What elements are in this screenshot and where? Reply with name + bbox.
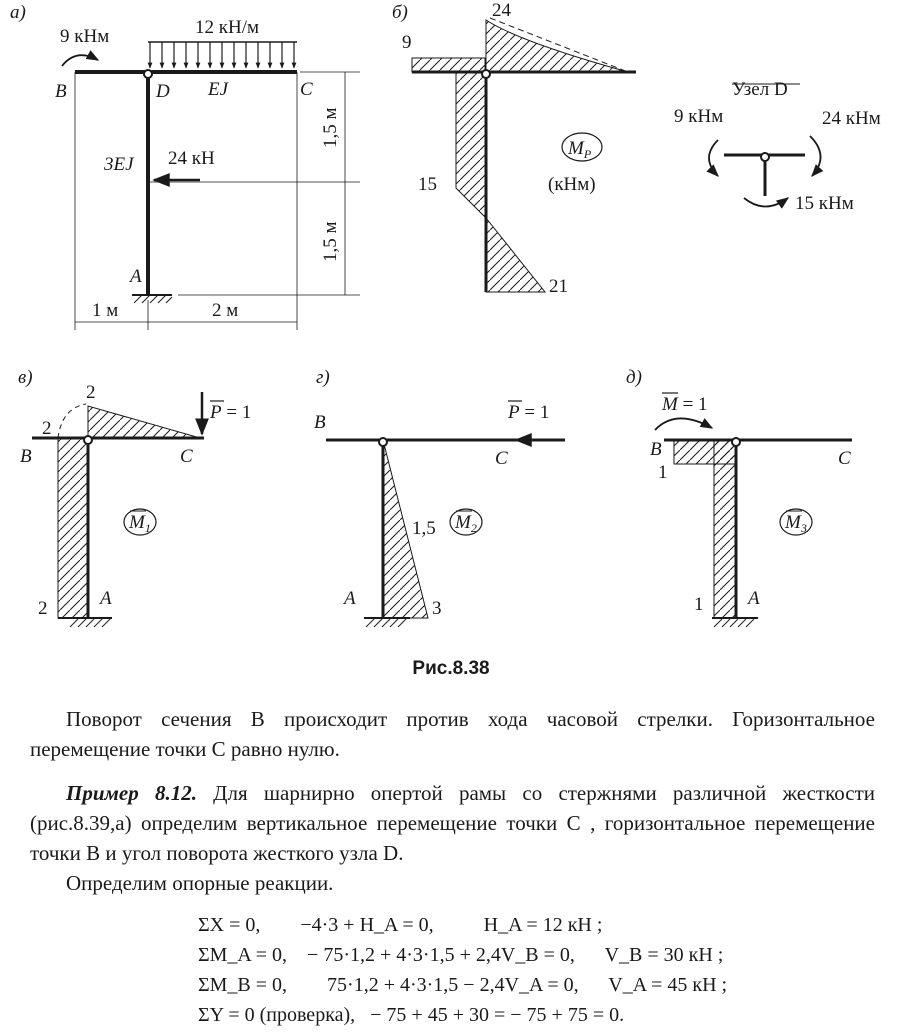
m3-point-c: C (838, 448, 851, 469)
panel-a-label: а) (10, 2, 26, 23)
m2-point-a: A (342, 588, 356, 609)
node-moment-9-arrow (706, 139, 719, 177)
mp-region-column-upper (455, 71, 487, 220)
m1-point-c: C (180, 446, 193, 467)
panel-d: д) M = 1 B C A 1 1 M3 (626, 367, 852, 628)
m2-support-hatch (365, 618, 407, 628)
m3-hinge (731, 437, 741, 447)
dimensions-a (74, 71, 360, 330)
moment-b-arrow (61, 50, 100, 67)
panel-d-label: д) (626, 367, 642, 388)
m2-symbol: M2 (454, 512, 477, 535)
panel-g: г) P = 1 B C A 1,5 3 M2 (314, 367, 565, 628)
example-heading: Пример 8.12. (66, 781, 197, 805)
mp-value-9: 9 (402, 32, 412, 53)
panel-b-label: б) (392, 2, 408, 23)
figure-caption: Рис.8.38 (412, 658, 490, 679)
m1-value-left: 2 (42, 418, 52, 439)
m2-load-label: P = 1 (507, 402, 549, 423)
m1-symbol: M1 (128, 512, 151, 535)
equation-sum-ma: ΣM_A = 0, − 75·1,2 + 4·3·1,5 + 2,4V_B = … (198, 944, 724, 966)
m3-support-hatch (713, 618, 755, 628)
m3-region-column (713, 439, 737, 619)
dim-h1-label: 1 м (92, 300, 118, 321)
point-c-label: C (300, 79, 313, 100)
load-arrows (147, 42, 297, 69)
mp-value-24: 24 (492, 0, 512, 21)
force-label: 24 кН (168, 148, 215, 169)
m1-region-beam (87, 405, 201, 439)
panel-v: в) P = 1 2 2 2 B C A M1 (18, 367, 251, 628)
ej-label: EJ (207, 79, 230, 100)
mp-value-15: 15 (418, 174, 437, 195)
m1-support-hatch (69, 618, 111, 628)
m3-point-a: A (746, 588, 760, 609)
m1-load-label: P = 1 (209, 402, 251, 423)
m3-moment-arrow (654, 417, 714, 431)
point-b-label: B (55, 81, 67, 102)
mp-value-21: 21 (549, 276, 568, 297)
dim-v1-label: 1,5 м (320, 107, 341, 148)
panel-a: а) 12 кН/м (10, 2, 360, 330)
example-body: Для шарнирно опертой рамы со стержнями р… (30, 781, 875, 865)
m2-point-b: B (314, 412, 326, 433)
hinge-d (143, 69, 153, 79)
m3-point-b: B (650, 439, 662, 460)
equation-sum-x: ΣX = 0, −4·3 + H_A = 0, H_A = 12 кН ; (198, 914, 603, 936)
m1-value-top: 2 (86, 382, 96, 403)
paragraph-rotation: Поворот сечения B происходит против хода… (30, 707, 875, 761)
m2-value-mid: 1,5 (412, 518, 436, 539)
point-a-label: A (128, 266, 142, 287)
node-moment-15-label: 15 кНм (795, 193, 854, 214)
panel-g-label: г) (316, 367, 330, 388)
m1-dashed-arc (57, 403, 87, 439)
moment-b-label: 9 кНм (60, 26, 109, 47)
point-d-label: D (155, 81, 170, 102)
m3-symbol: M3 (784, 512, 807, 535)
ej3-label: 3EJ (103, 154, 135, 175)
mp-dashed-line (489, 17, 629, 73)
m3-moment-label: M = 1 (661, 394, 708, 415)
m2-symbol-oval (449, 508, 483, 536)
node-hinge (760, 152, 770, 162)
node-moment-9-label: 9 кНм (674, 106, 723, 127)
load-label: 12 кН/м (195, 17, 259, 38)
mp-region-left (411, 57, 486, 73)
m2-point-c: C (495, 448, 508, 469)
m2-hinge (378, 437, 388, 447)
node-title: Узел D (732, 79, 788, 100)
mp-symbol: MP (567, 138, 592, 161)
m1-value-bottom: 2 (38, 598, 48, 619)
equation-sum-mb: ΣM_B = 0, 75·1,2 + 4·3·1,5 − 2,4V_A = 0,… (198, 974, 728, 996)
panel-b: б) 24 9 15 21 MP (кНм) (392, 0, 636, 297)
panel-v-label: в) (18, 367, 33, 388)
panel-node-d: Узел D 9 кНм 24 кНм 15 кНм (674, 79, 881, 214)
paragraph-reactions: Определим опорные реакции. (66, 871, 334, 895)
m1-symbol-oval (123, 508, 157, 536)
dim-v2-label: 1,5 м (320, 221, 341, 262)
node-moment-15-arrow (743, 197, 790, 209)
support-a-hatch (133, 294, 173, 304)
mp-symbol-oval (561, 132, 603, 162)
paragraph-example: Пример 8.12. Для шарнирно опертой рамы с… (30, 778, 875, 868)
m1-point-a: A (98, 588, 112, 609)
m1-region-column (57, 437, 89, 619)
mp-region-column-lower (485, 216, 547, 293)
node-moment-24-arrow (809, 135, 824, 177)
figure-8-38: а) 12 кН/м (10, 0, 881, 628)
m3-symbol-oval (779, 508, 813, 536)
node-moment-24-label: 24 кНм (822, 108, 881, 129)
m2-value-bottom: 3 (432, 598, 442, 619)
m1-hinge (83, 435, 93, 445)
equation-sum-y: ΣY = 0 (проверка), − 75 + 45 + 30 = − 75… (198, 1004, 625, 1026)
mp-unit: (кНм) (548, 174, 596, 195)
m3-value-column: 1 (694, 594, 704, 615)
dim-h2-label: 2 м (212, 300, 238, 321)
m3-value-beam: 1 (658, 462, 668, 483)
mp-hinge (481, 69, 491, 79)
m1-point-b: B (20, 446, 32, 467)
